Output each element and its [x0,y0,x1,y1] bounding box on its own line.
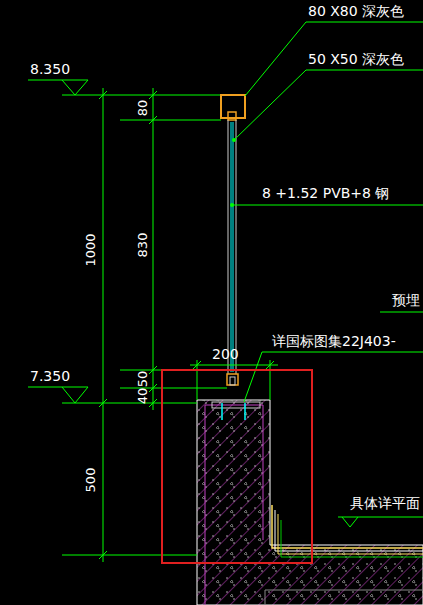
level-mark: 7.350 [30,369,70,384]
dimension: 40 [136,388,150,405]
dimension: 80 [136,100,150,117]
anchor [212,402,260,420]
waterproof-layers [272,505,423,557]
reference-note: 具体详平面 [350,496,420,511]
material-note: 50 X50 深灰色 [308,52,404,67]
dimension: 50 [136,371,150,388]
highlight-box [162,370,312,563]
reference-note: 详国标图集22J403- [272,334,396,349]
level-markers [28,80,227,555]
railing [221,95,245,385]
glass-note: 8 +1.52 PVB+8 钢 [262,186,389,201]
finish-level [338,517,423,527]
dimension: 200 [212,347,239,362]
concrete [197,400,423,605]
embed-note: 预埋 [392,293,420,308]
dimension: 830 [136,233,150,258]
dimension: 1000 [84,233,98,266]
dimension: 500 [84,468,98,493]
material-note: 80 X80 深灰色 [308,4,404,19]
dimension-lines [99,88,278,562]
leader-lines [232,22,423,402]
level-mark: 8.350 [30,62,70,77]
